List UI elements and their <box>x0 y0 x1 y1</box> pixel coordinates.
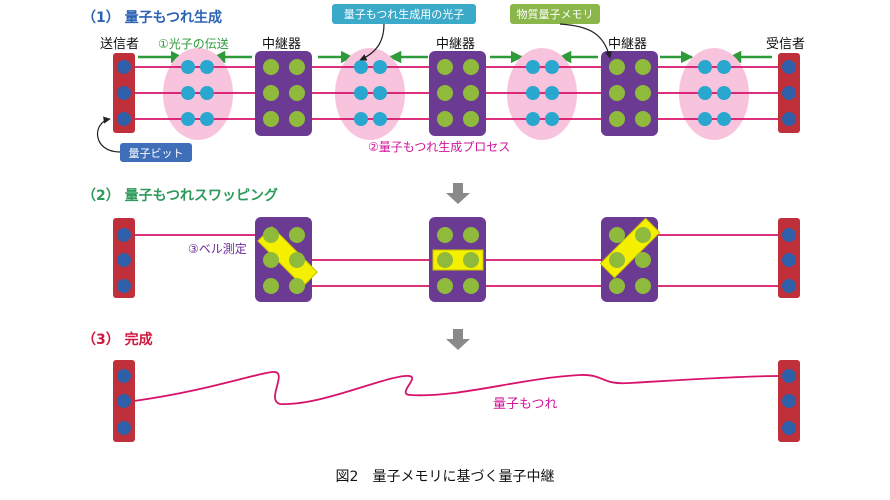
qubit-dot <box>782 86 796 100</box>
callout-qubit-text: 量子ビット <box>129 147 184 160</box>
section-2-title: （2） 量子もつれスワッピング <box>82 187 278 204</box>
sender-node-3 <box>113 360 135 442</box>
sender-label: 送信者 <box>100 37 139 52</box>
qubit-dot <box>117 86 131 100</box>
qubit-dot <box>117 60 131 74</box>
receiver-node <box>778 53 800 133</box>
qubit-dot <box>117 112 131 126</box>
figure-caption: 図2 量子メモリに基づく量子中継 <box>336 468 555 485</box>
receiver-node-3 <box>778 360 800 442</box>
photon-pairs <box>181 60 731 126</box>
callout-photon: 量子もつれ生成用の光子 <box>332 4 476 61</box>
repeater-1 <box>255 51 312 136</box>
repeater-label: 中継器 <box>436 37 475 52</box>
repeater-3-swap <box>599 217 661 302</box>
section-3-title: （3） 完成 <box>82 331 153 348</box>
down-arrow-icon <box>446 329 470 350</box>
receiver-label: 受信者 <box>766 37 805 52</box>
photon-pair-halos <box>163 48 749 140</box>
repeater-1-swap <box>255 217 318 302</box>
callout-memory-text: 物質量子メモリ <box>517 7 594 21</box>
down-arrow-icon <box>446 183 470 204</box>
repeater-3 <box>601 51 658 136</box>
repeater-label: 中継器 <box>262 37 301 52</box>
qubit-dot <box>782 60 796 74</box>
sender-node-2 <box>113 218 135 298</box>
callout-photon-text: 量子もつれ生成用の光子 <box>344 7 465 21</box>
callout-memory: 物質量子メモリ <box>510 4 612 59</box>
qubit-dot <box>782 112 796 126</box>
repeater-2-swap <box>429 217 486 302</box>
entanglement-link <box>133 371 779 405</box>
repeater-2 <box>429 51 486 136</box>
receiver-node-2 <box>778 218 800 298</box>
entangled-label: 量子もつれ <box>493 397 557 412</box>
callout-qubit: 量子ビット <box>96 116 192 162</box>
section-1-title: （1） 量子もつれ生成 <box>82 9 222 26</box>
sender-node <box>113 53 135 133</box>
generation-process-label: ②量子もつれ生成プロセス <box>368 140 510 154</box>
repeater-label: 中継器 <box>608 37 647 52</box>
photon-transfer-label: ①光子の伝送 <box>158 36 229 51</box>
bell-measurement-label: ③ベル測定 <box>188 241 247 256</box>
